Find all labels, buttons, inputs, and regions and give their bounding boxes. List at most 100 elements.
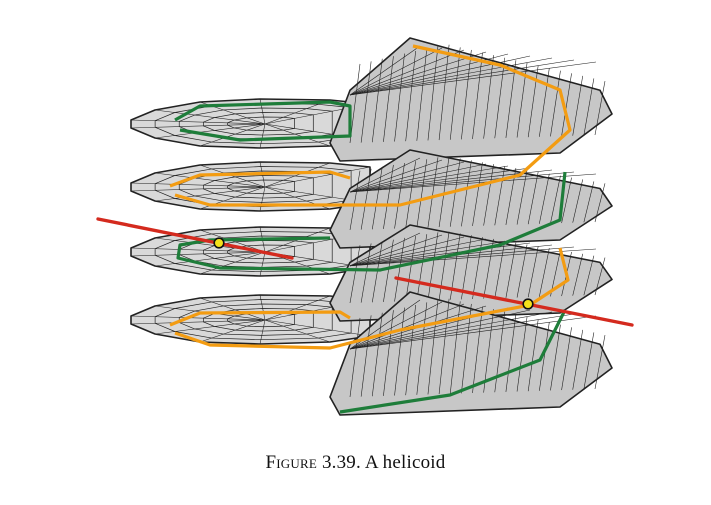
layer-4-spoke-9 bbox=[199, 319, 266, 343]
spiral-band-1-mesh-17 bbox=[539, 68, 550, 137]
spiral-band-2-fan-5 bbox=[349, 167, 531, 193]
spiral-band-2-mesh-19 bbox=[561, 177, 572, 224]
layer-3-spoke-11 bbox=[130, 251, 266, 257]
layer-3-spoke-0 bbox=[130, 247, 266, 253]
spiral-band-3-fan-1 bbox=[349, 234, 443, 267]
spiral-band-2-fan-0 bbox=[349, 157, 421, 193]
spiral-band-1-mesh-20 bbox=[572, 75, 584, 136]
layer-4-spoke-2 bbox=[199, 297, 266, 321]
spiral-band-4-mesh-18 bbox=[550, 324, 561, 391]
spiral-band-3-fan-8 bbox=[349, 248, 597, 267]
layer-1-spoke-1 bbox=[154, 109, 266, 125]
spiral-band-1-mesh-8 bbox=[438, 44, 450, 141]
spiral-band-3-mesh-16 bbox=[527, 246, 539, 298]
layer-2-spoke-11 bbox=[130, 186, 266, 192]
spiral-band-1-fan-8 bbox=[349, 61, 597, 96]
spiral-band-4-fan-1 bbox=[349, 301, 443, 350]
spiral-band-2-fan-8 bbox=[349, 173, 597, 193]
green-curve-2 bbox=[176, 171, 567, 272]
layer-1-spoke-7 bbox=[264, 123, 331, 147]
spiral-band-3-mesh-20 bbox=[572, 253, 584, 296]
spiral-band-3-mesh-7 bbox=[427, 232, 439, 301]
layer-2-spoke-8 bbox=[259, 186, 266, 212]
layer-1-spoke-11 bbox=[130, 123, 266, 129]
spiral-band-2-mesh-20 bbox=[572, 179, 584, 223]
layer-1-spoke-9 bbox=[199, 123, 266, 147]
spiral-band-3-mesh-10 bbox=[461, 235, 472, 300]
spiral-band-2-mesh-17 bbox=[539, 173, 550, 224]
spiral-band-3-mesh-4 bbox=[394, 237, 405, 302]
layer-4-spoke-8 bbox=[259, 319, 266, 345]
green-curve-1 bbox=[174, 100, 352, 142]
spiral-band-4-fan-8 bbox=[349, 315, 597, 350]
spiral-band-1-mesh-16 bbox=[527, 65, 539, 138]
spiral-band-4-mesh-6 bbox=[416, 302, 428, 395]
spiral-band-1-mesh-3 bbox=[383, 56, 394, 142]
spiral-band-2-mesh-13 bbox=[494, 166, 506, 226]
spiral-band-4-mesh-1 bbox=[360, 315, 372, 397]
spiral-band-1-fan-6 bbox=[349, 57, 553, 96]
spiral-band-2-fan-2 bbox=[349, 161, 465, 193]
spiral-band-2-mesh-5 bbox=[405, 161, 416, 229]
spiral-band-4-mesh-0 bbox=[349, 317, 361, 398]
spiral-band-2-fan-7 bbox=[349, 171, 575, 193]
spiral-band-4-mesh-21 bbox=[583, 332, 595, 390]
spiral-band-4-fan-2 bbox=[349, 303, 465, 350]
spiral-band-3-mesh-3 bbox=[383, 239, 394, 302]
spiral-band-2-mesh-8 bbox=[438, 156, 450, 228]
spiral-band-2-mesh-12 bbox=[483, 164, 494, 226]
spiral-band-2-mesh-11 bbox=[472, 162, 483, 227]
orange-curve-2 bbox=[174, 44, 572, 207]
spiral-band-3-fan-0 bbox=[349, 232, 421, 267]
spiral-band-4-mesh-16 bbox=[527, 319, 539, 392]
spiral-band-3-mesh-13 bbox=[494, 240, 506, 299]
spiral-band-4-mesh-10 bbox=[461, 303, 472, 394]
spiral-band-3-mesh-15 bbox=[516, 244, 528, 298]
layer-3-spoke-9 bbox=[199, 251, 266, 275]
intersection-point-left bbox=[213, 237, 225, 249]
spiral-band-4-fan-7 bbox=[349, 313, 575, 350]
layer-3-spoke-10 bbox=[154, 251, 266, 267]
spiral-band-3-mesh-1 bbox=[360, 243, 372, 303]
spiral-band-2-mesh-4 bbox=[394, 163, 405, 229]
layer-4-spoke-0 bbox=[130, 315, 266, 321]
spiral-band-3-mesh-5 bbox=[405, 235, 416, 302]
spiral-band-1-mesh-18 bbox=[550, 70, 561, 137]
spiral-band-3-mesh-6 bbox=[416, 234, 428, 301]
spiral-band-3-mesh-8 bbox=[438, 231, 450, 301]
spiral-band-1-mesh-9 bbox=[449, 47, 461, 140]
layer-1-spoke-10 bbox=[154, 123, 266, 139]
layer-2-spoke-0 bbox=[130, 182, 266, 188]
spiral-band-1-mesh-5 bbox=[405, 50, 416, 142]
spiral-band-1-mesh-21 bbox=[583, 78, 595, 136]
orange-curve-4 bbox=[174, 247, 570, 350]
spiral-band-4-mesh-17 bbox=[539, 322, 550, 391]
orange-curve-3 bbox=[169, 310, 351, 327]
spiral-band-1-fan-1 bbox=[349, 47, 443, 96]
layer-4-spoke-11 bbox=[130, 319, 266, 325]
layer-2-spoke-4 bbox=[264, 162, 331, 188]
layer-1-spoke-0 bbox=[130, 119, 266, 125]
spiral-band-4-mesh-15 bbox=[516, 316, 528, 392]
layer-1-spoke-8 bbox=[259, 123, 266, 149]
spiral-band-4-fan-5 bbox=[349, 309, 531, 350]
layer-2-spoke-5 bbox=[264, 166, 371, 188]
layer-4-spoke-6 bbox=[264, 319, 371, 337]
red-line-right bbox=[394, 276, 634, 327]
spiral-band-2-mesh-22 bbox=[594, 183, 606, 223]
spiral-band-1 bbox=[329, 37, 613, 162]
layer-4-spoke-10 bbox=[154, 319, 266, 335]
spiral-band-4-mesh-19 bbox=[561, 327, 572, 391]
caption-label: Figure bbox=[265, 452, 317, 473]
helicoid-curves bbox=[169, 44, 572, 414]
spiral-band-4-mesh-7 bbox=[427, 299, 439, 395]
spiral-band-2-mesh-1 bbox=[360, 168, 372, 230]
spiral-band-1-mesh-0 bbox=[349, 63, 361, 144]
spiral-band-1-fan-5 bbox=[349, 55, 531, 96]
spiral-band-1-mesh-19 bbox=[561, 73, 572, 137]
spiral-band-1-fan-3 bbox=[349, 51, 487, 96]
spiral-band-3-fan-4 bbox=[349, 240, 509, 267]
intersection-point-right bbox=[522, 298, 534, 310]
